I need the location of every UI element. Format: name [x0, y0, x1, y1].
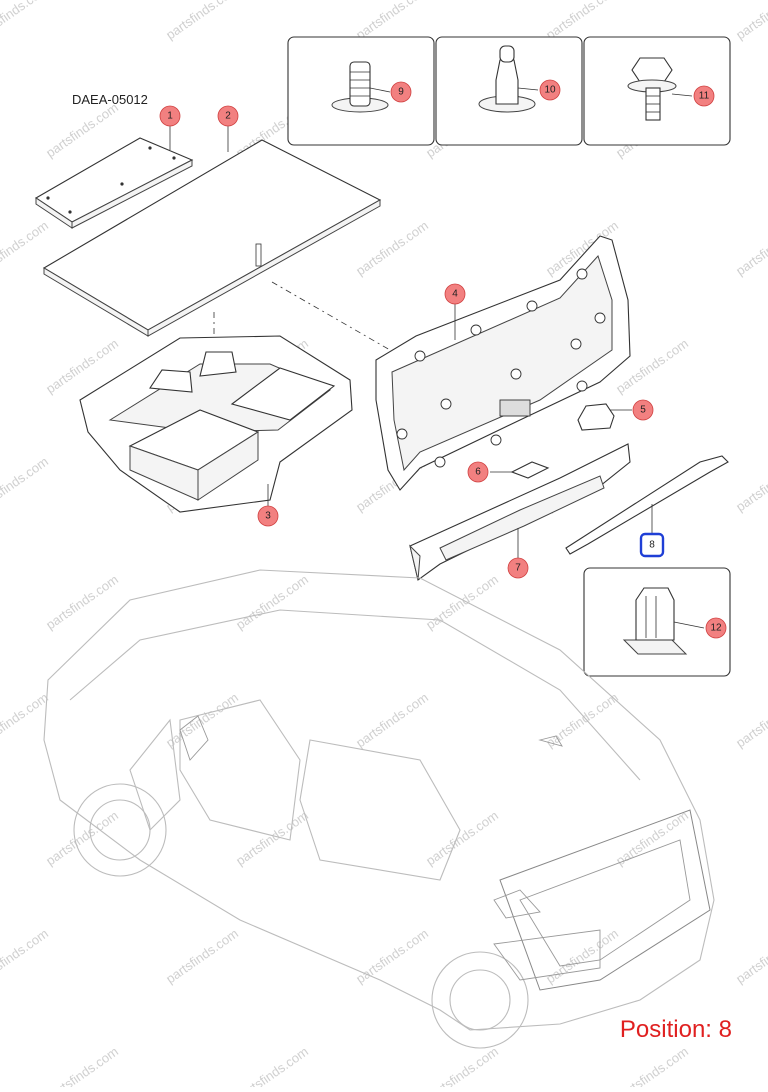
callout-circle — [217, 105, 239, 127]
vehicle-outline — [43, 569, 715, 1049]
watermark-text: partsfinds.com — [543, 690, 621, 751]
callout-number: 4 — [452, 289, 458, 300]
callout-3: 3 — [257, 505, 279, 527]
cover-part-1 — [34, 120, 194, 229]
fastener-insets — [287, 36, 731, 677]
watermark-text: partsfinds.com — [353, 218, 431, 279]
callout-7: 7 — [507, 557, 529, 579]
callout-8[interactable]: 8 — [639, 532, 665, 558]
watermark-text: partsfinds.com — [0, 926, 51, 987]
watermark-text: partsfinds.com — [233, 808, 311, 869]
callout-12: 12 — [705, 617, 727, 639]
watermark-text: partsfinds.com — [423, 1044, 501, 1087]
callout-circle — [507, 557, 529, 579]
watermark-text: partsfinds.com — [43, 100, 121, 161]
watermark-text: partsfinds.com — [0, 218, 51, 279]
callout-number: 11 — [699, 91, 710, 102]
bolt-part-11 — [627, 57, 693, 121]
callout-circle — [539, 79, 561, 101]
watermark-text: partsfinds.com — [163, 0, 241, 42]
watermark-text: partsfinds.com — [353, 0, 431, 42]
callout-1: 1 — [159, 105, 181, 127]
callout-number: 12 — [710, 623, 722, 634]
bumper-part-5 — [577, 403, 632, 431]
callout-circle — [444, 283, 466, 305]
callout-circle — [467, 461, 489, 483]
watermark-text: partsfinds.com — [423, 572, 501, 633]
watermark-text: partsfinds.com — [43, 1044, 121, 1087]
callout-circle — [632, 399, 654, 421]
callout-circle — [705, 617, 727, 639]
callout-number: 10 — [544, 85, 556, 96]
pushpin-part-10 — [478, 45, 539, 113]
callout-circle — [257, 505, 279, 527]
watermark-text: partsfinds.com — [733, 218, 768, 279]
watermark-text: partsfinds.com — [353, 926, 431, 987]
watermark-text: partsfinds.com — [233, 572, 311, 633]
floor-board-part-2 — [42, 120, 382, 337]
callout-number: 8 — [649, 540, 655, 551]
callout-circle — [693, 85, 715, 107]
watermark-text: partsfinds.com — [0, 0, 51, 42]
tailgate-trim-part-4 — [375, 235, 631, 491]
callout-6: 6 — [467, 461, 489, 483]
callout-number: 6 — [475, 467, 481, 478]
watermark-text: partsfinds.com — [163, 690, 241, 751]
watermark-text: partsfinds.com — [0, 690, 51, 751]
callout-10: 10 — [539, 79, 561, 101]
callout-number: 9 — [398, 87, 404, 98]
callout-circle — [159, 105, 181, 127]
callout-5: 5 — [632, 399, 654, 421]
watermark-text: partsfinds.com — [163, 926, 241, 987]
callout-number: 1 — [167, 111, 173, 122]
luggage-tray-part-3 — [79, 335, 353, 513]
sill-trim-part-7 — [409, 443, 631, 581]
watermark-text: partsfinds.com — [0, 454, 51, 515]
callout-number: 3 — [265, 511, 271, 522]
watermark-text: partsfinds.com — [733, 926, 768, 987]
pad-part-6 — [490, 461, 550, 479]
callout-number: 5 — [640, 405, 646, 416]
callout-2: 2 — [217, 105, 239, 127]
watermark-text: partsfinds.com — [423, 808, 501, 869]
watermark-text: partsfinds.com — [733, 0, 768, 42]
watermark-text: partsfinds.com — [613, 808, 691, 869]
grommet-part-12 — [622, 587, 705, 655]
watermark-text: partsfinds.com — [233, 1044, 311, 1087]
callout-circle — [390, 81, 412, 103]
dash-line-b — [271, 281, 391, 351]
watermark-text: partsfinds.com — [543, 0, 621, 42]
watermark-text: partsfinds.com — [613, 1044, 691, 1087]
callout-number: 2 — [225, 111, 231, 122]
callout-4: 4 — [444, 283, 466, 305]
callout-11: 11 — [693, 85, 715, 107]
clip-part-9 — [331, 61, 391, 113]
callout-number: 7 — [515, 563, 521, 574]
watermark-text: partsfinds.com — [543, 926, 621, 987]
position-label: Position: 8 — [619, 1016, 732, 1043]
watermark-text: partsfinds.com — [43, 572, 121, 633]
callout-highlight — [639, 532, 665, 558]
callout-9: 9 — [390, 81, 412, 103]
watermark-text: partsfinds.com — [353, 690, 431, 751]
watermark-text: partsfinds.com — [733, 454, 768, 515]
watermark-text: partsfinds.com — [733, 690, 768, 751]
molding-part-8 — [565, 455, 729, 555]
diagram-code: DAEA-05012 — [72, 92, 148, 107]
